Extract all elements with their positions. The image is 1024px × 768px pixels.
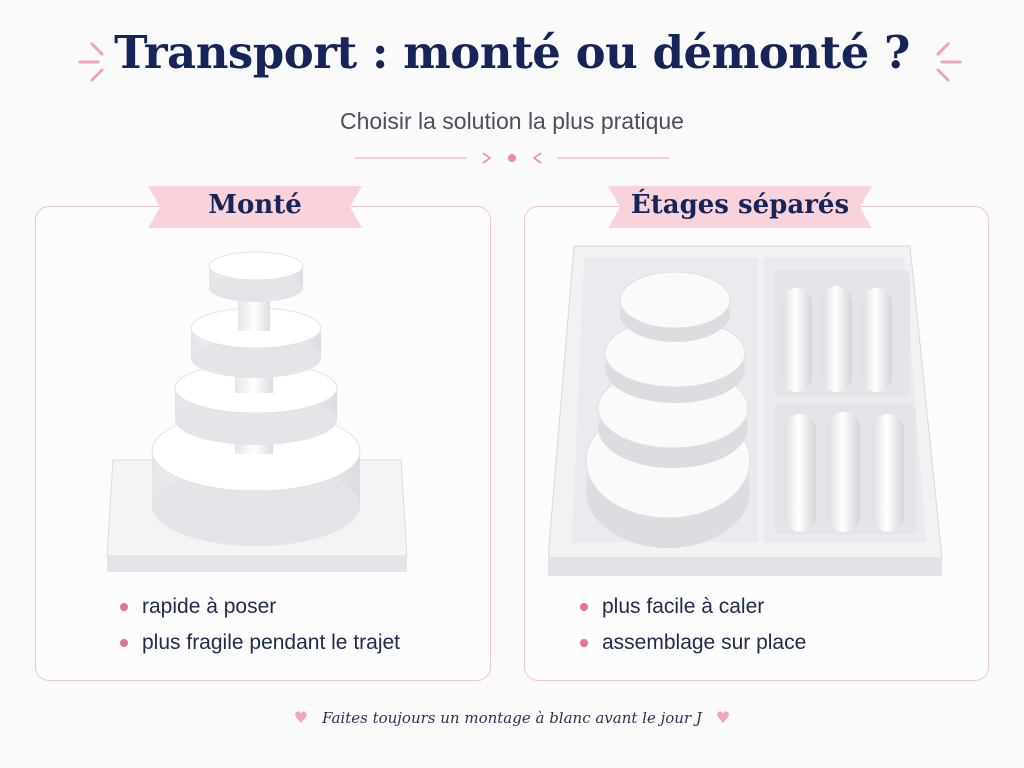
ribbon-separated: Étages séparés — [608, 182, 872, 232]
card-label-assembled: Monté — [208, 190, 302, 220]
bullet-list-assembled: rapide à poser plus fragile pendant le t… — [120, 592, 400, 664]
bullet-dot-icon — [120, 639, 128, 647]
bullet-list-separated: plus facile à caler assemblage sur place — [580, 592, 806, 664]
list-item: plus fragile pendant le trajet — [120, 628, 400, 664]
list-item: rapide à poser — [120, 592, 400, 628]
sparkle-left-icon — [78, 42, 104, 82]
sparkle-right-icon — [936, 42, 962, 82]
bullet-dot-icon — [580, 603, 588, 611]
page-subtitle: Choisir la solution la plus pratique — [340, 108, 684, 134]
footer-note: Faites toujours un montage à blanc avant… — [322, 709, 702, 727]
bullet-dot-icon — [120, 603, 128, 611]
heart-icon: ♥ — [293, 708, 309, 727]
card-label-separated: Étages séparés — [630, 190, 850, 220]
footer-tip: ♥ Faites toujours un montage à blanc avan… — [0, 708, 1024, 727]
bullet-dot-icon — [580, 639, 588, 647]
heart-icon: ♥ — [715, 708, 731, 727]
assembled-stand-illustration — [106, 251, 408, 572]
separated-tiers-box-illustration — [548, 245, 943, 576]
ribbon-assembled: Monté — [148, 182, 362, 232]
list-item: assemblage sur place — [580, 628, 806, 664]
ornament-divider — [355, 152, 669, 164]
page-title: Transport : monté ou démonté ? — [114, 26, 910, 79]
list-item: plus facile à caler — [580, 592, 806, 628]
